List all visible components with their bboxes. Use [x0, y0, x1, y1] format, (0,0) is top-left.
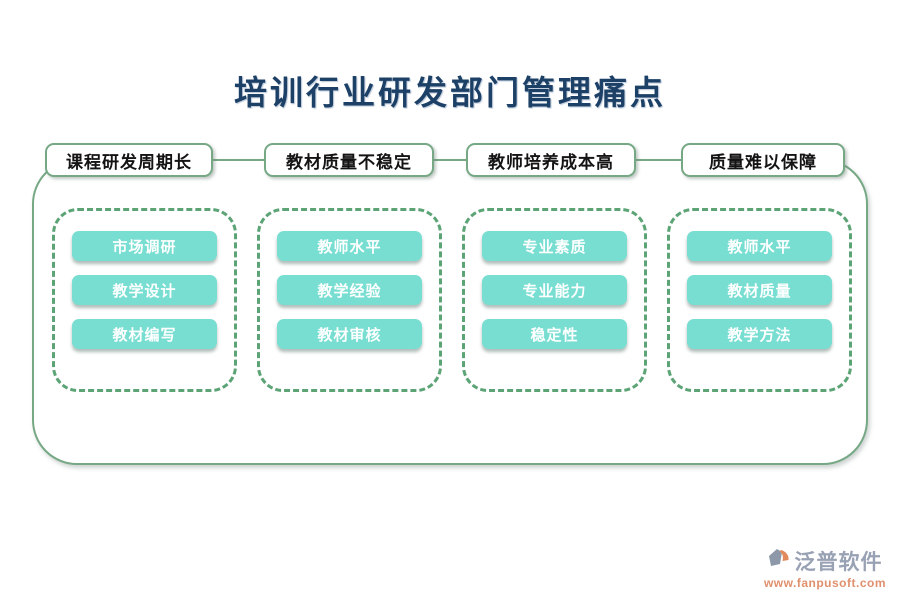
- pain-item: 教师水平: [277, 231, 422, 261]
- brand-name: 泛普软件: [794, 549, 883, 574]
- pain-group-3: 专业素质 专业能力 稳定性: [462, 208, 647, 392]
- pain-item: 稳定性: [482, 319, 627, 349]
- pain-group-1: 市场调研 教学设计 教材编写: [52, 208, 237, 392]
- pain-item: 教材编写: [72, 319, 217, 349]
- pain-item: 专业素质: [482, 231, 627, 261]
- pain-group-4: 教师水平 教材质量 教学方法: [667, 208, 852, 392]
- pain-item: 教师水平: [687, 231, 832, 261]
- pain-item: 教材审核: [277, 319, 422, 349]
- brand-row: 泛普软件: [767, 546, 882, 576]
- group-header-course-cycle: 课程研发周期长: [45, 143, 213, 177]
- pain-item: 教学设计: [72, 275, 217, 305]
- page-title: 培训行业研发部门管理痛点: [234, 73, 666, 112]
- group-header-quality-guarantee: 质量难以保障: [681, 143, 845, 177]
- group-header-material-quality: 教材质量不稳定: [264, 143, 434, 177]
- fanpu-logo-icon: [767, 547, 791, 576]
- pain-item: 教学经验: [277, 275, 422, 305]
- pain-item: 市场调研: [72, 231, 217, 261]
- pain-item: 教学方法: [687, 319, 832, 349]
- pain-item: 专业能力: [482, 275, 627, 305]
- group-header-teacher-cost: 教师培养成本高: [466, 143, 636, 177]
- brand-url: www.fanpusoft.com: [763, 576, 886, 590]
- pain-group-2: 教师水平 教学经验 教材审核: [257, 208, 442, 392]
- brand-watermark: 泛普软件 www.fanpusoft.com: [764, 546, 886, 590]
- pain-item: 教材质量: [687, 275, 832, 305]
